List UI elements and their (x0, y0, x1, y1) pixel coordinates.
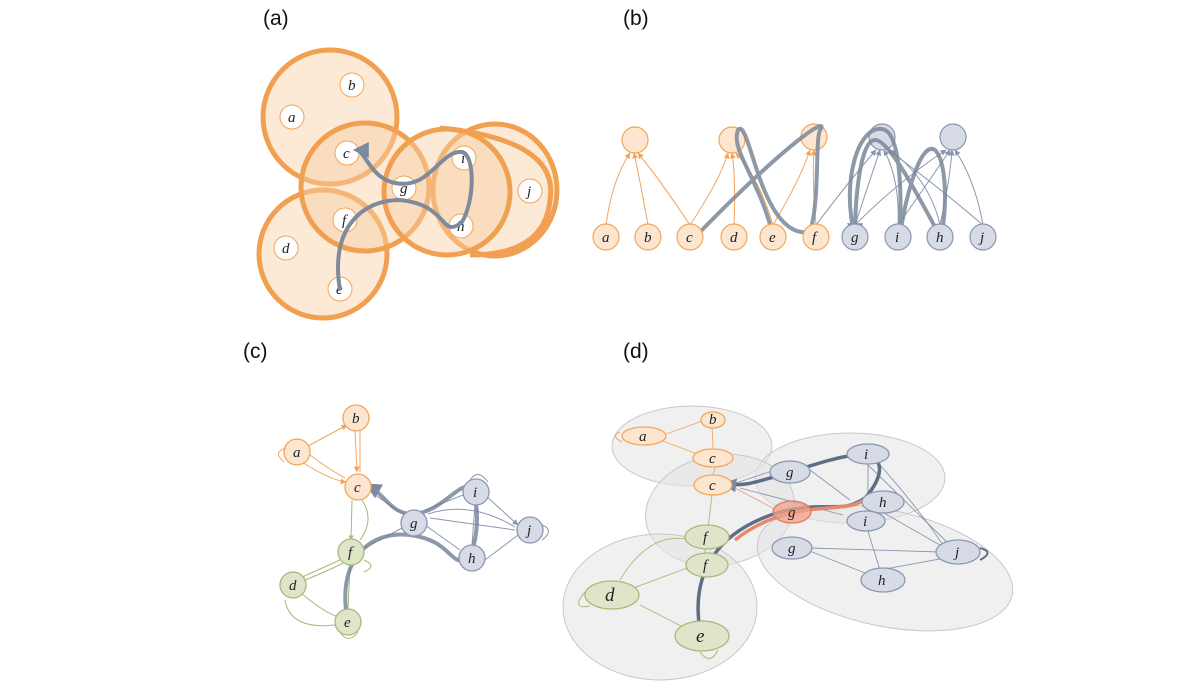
b-node-h-label: h (936, 230, 944, 246)
c-node-h-label: h (468, 551, 476, 567)
b-node-a-label: a (602, 230, 610, 246)
d-node-b-label: b (709, 412, 717, 428)
panel-d-path-highlight (733, 498, 865, 542)
panel-b-bottom-nodes (592, 223, 997, 251)
c-node-d-label: d (289, 578, 297, 594)
d-node-h2-label: h (878, 573, 886, 589)
node-a-label: a (288, 110, 296, 126)
d-node-f-label: f (703, 530, 709, 546)
d-node-a-label: a (639, 429, 647, 445)
panel-d-self-loops (578, 431, 989, 659)
d-node-g3-label: g (788, 541, 796, 557)
d-node-e-label: e (696, 626, 704, 647)
panel-b-node-labels: a b c d e f g i h j (602, 230, 984, 246)
panel-c-node-labels: b a c g i j h f d e (289, 411, 531, 631)
panel-d-edges (619, 419, 951, 629)
panel-a-path (336, 142, 474, 291)
b-node-j-label: j (978, 230, 984, 246)
c-node-a-label: a (293, 445, 301, 461)
c-node-b-label: b (352, 411, 360, 427)
node-g-label: g (400, 181, 408, 197)
panel-a: (a) b a c g i j f h d e (256, 7, 560, 321)
panel-b-top-nodes (621, 123, 967, 154)
node-b-label: b (348, 78, 356, 94)
panel-b-label: (b) (623, 7, 649, 30)
d-node-g2-label: g (788, 505, 796, 521)
d-node-h-label: h (879, 495, 887, 511)
b-node-i-label: i (895, 230, 899, 246)
panel-d-nodes (584, 411, 981, 652)
d-node-g-label: g (786, 465, 794, 481)
d-node-i-label: i (864, 447, 868, 463)
b-node-e-label: e (769, 230, 776, 246)
d-node-c2-label: c (709, 478, 716, 494)
panel-b: (b) (592, 7, 997, 251)
panel-c-label: (c) (243, 340, 268, 363)
b-node-d-label: d (730, 230, 738, 246)
c-node-j-label: j (525, 523, 531, 539)
node-h-label: h (457, 219, 465, 235)
node-d-label: d (282, 241, 290, 257)
c-node-e-label: e (344, 615, 351, 631)
d-node-c-label: c (709, 451, 716, 467)
d-node-d-label: d (605, 585, 615, 606)
panel-a-outer-region-edge (439, 125, 554, 258)
panel-c: (c) (243, 340, 549, 639)
c-node-f-label: f (348, 545, 354, 561)
node-c-label: c (343, 146, 350, 162)
c-node-i-label: i (473, 485, 477, 501)
c-node-c-label: c (354, 480, 361, 496)
node-j-label: j (525, 184, 531, 200)
b-node-f-label: f (812, 230, 818, 246)
b-node-c-label: c (686, 230, 693, 246)
panel-c-nodes (279, 404, 544, 636)
panel-d: (d) (562, 340, 1014, 681)
panel-d-node-labels: b a c c g i h i g g j h f f d e (605, 412, 959, 647)
b-node-b-label: b (644, 230, 652, 246)
d-node-j-label: j (953, 545, 959, 561)
d-node-i2-label: i (863, 514, 867, 530)
node-i-label: i (461, 151, 465, 167)
panel-a-label: (a) (263, 7, 289, 30)
d-node-f2-label: f (703, 558, 709, 574)
c-node-g-label: g (410, 516, 418, 532)
panel-d-label: (d) (623, 340, 649, 363)
node-f-label: f (342, 213, 348, 229)
panel-d-path (696, 452, 882, 631)
panel-c-self-loops (278, 447, 549, 639)
b-node-g-label: g (851, 230, 859, 246)
